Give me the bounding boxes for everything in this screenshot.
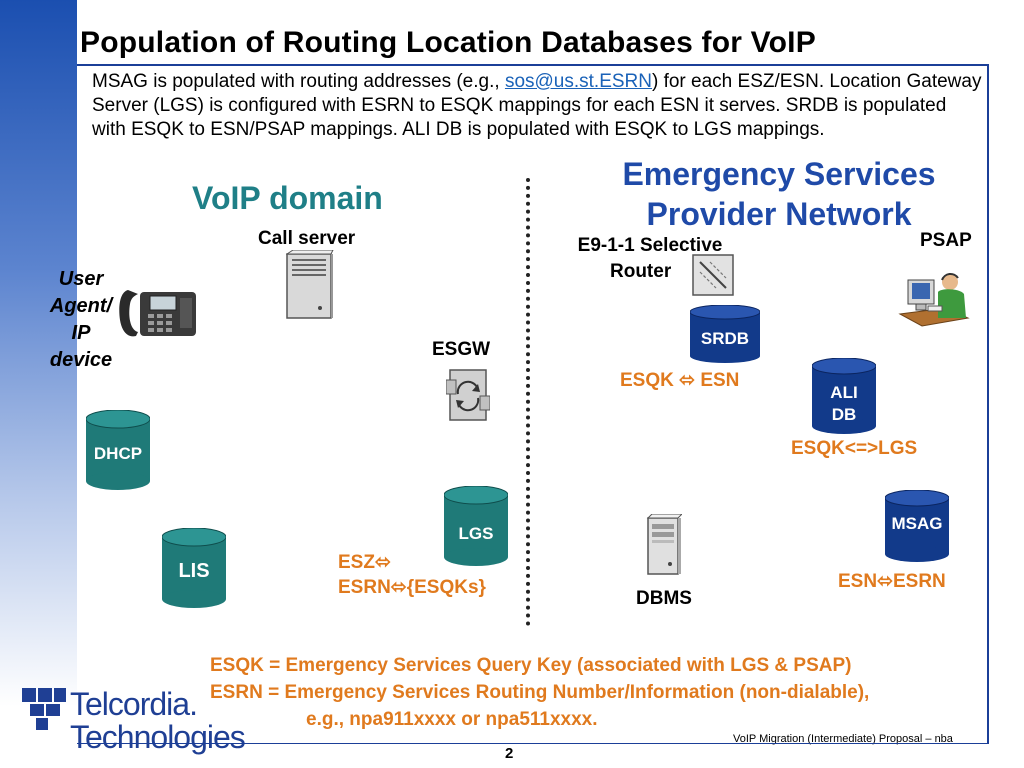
srdb-mapping: ESQK ⬄ ESN	[620, 370, 740, 391]
sidebar-gradient	[0, 0, 77, 768]
dhcp-cylinder-icon	[85, 409, 151, 490]
dbms-label: DBMS	[636, 588, 692, 609]
lgs-mapping-line1: ESZ⬄	[338, 552, 391, 573]
dhcp-database: DHCP	[85, 409, 151, 490]
footnote-esrn: ESRN = Emergency Services Routing Number…	[210, 682, 870, 703]
intro-link[interactable]: sos@us.st.ESRN	[504, 71, 652, 92]
lis-label: LIS	[178, 560, 210, 582]
srdb-label: SRDB	[700, 329, 750, 348]
ali-db-label: ALI DB	[812, 382, 876, 426]
msag-mapping: ESN⬄ESRN	[838, 571, 946, 592]
msag-cylinder-icon	[884, 489, 950, 562]
telcordia-logo-line2: Technologies	[70, 719, 246, 755]
intro-text-start: MSAG is populated with routing addresses…	[92, 71, 505, 92]
domain-divider	[526, 178, 530, 626]
esgw-label: ESGW	[432, 339, 491, 360]
srdb-cylinder-icon	[689, 304, 761, 363]
ali-db-label-line1: ALI	[830, 383, 858, 402]
right-rule	[987, 64, 989, 744]
lis-database: LIS	[161, 527, 227, 608]
gateway-icon	[446, 369, 490, 421]
lgs-database: LGS	[443, 485, 509, 566]
selective-router-line1: E9-1-1 Selective	[577, 235, 723, 256]
ali-mapping: ESQK<=>LGS	[791, 438, 918, 459]
lis-cylinder-icon	[161, 527, 227, 608]
intro-text-end: ) for each ESZ/ESN. Location Gateway Ser…	[92, 71, 982, 140]
telcordia-logo-line1: Telcordia.	[70, 686, 198, 722]
selective-router-line2: Router	[610, 261, 672, 282]
srdb-database: SRDB	[689, 304, 761, 363]
ali-db-label-line2: DB	[831, 405, 857, 424]
server-tower-icon	[286, 250, 334, 319]
router-icon	[692, 254, 734, 296]
title-rule	[77, 64, 989, 66]
lgs-mapping: ESZ⬄ ESRN⬄{ESQKs}	[338, 550, 486, 600]
footnote-esqk: ESQK = Emergency Services Query Key (ass…	[210, 655, 852, 676]
call-server-label: Call server	[258, 228, 356, 249]
lgs-mapping-line2: ESRN⬄{ESQKs}	[338, 577, 486, 598]
ali-db-database: ALI DB	[811, 357, 877, 434]
esp-network-heading-line1: Emergency Services	[622, 156, 936, 192]
esp-network-heading-line2: Provider Network	[646, 196, 912, 232]
esp-network-heading: Emergency Services Provider Network	[600, 154, 958, 234]
footnote-esrn-example: e.g., npa911xxxx or npa511xxxx.	[306, 709, 598, 730]
telcordia-logo-icon	[22, 688, 66, 730]
user-agent-line4: device	[49, 349, 113, 371]
msag-label: MSAG	[891, 514, 943, 533]
msag-database: MSAG	[884, 489, 950, 562]
footer-text: VoIP Migration (Intermediate) Proposal –…	[733, 733, 953, 745]
lgs-cylinder-icon	[443, 485, 509, 566]
footer-rule	[77, 743, 989, 744]
page-title: Population of Routing Location Databases…	[80, 26, 816, 59]
telcordia-logo-text: Telcordia. Technologies	[70, 686, 246, 755]
psap-label: PSAP	[920, 230, 972, 251]
intro-paragraph: MSAG is populated with routing addresses…	[92, 70, 982, 142]
user-agent-line3: IP	[71, 322, 91, 344]
voip-domain-heading: VoIP domain	[192, 180, 383, 216]
user-agent-line2: Agent/	[49, 295, 113, 317]
psap-operator-icon	[898, 273, 970, 327]
lgs-label: LGS	[458, 524, 494, 543]
dbms-server-icon	[646, 514, 682, 575]
page-number: 2	[505, 745, 514, 762]
user-agent-line1: User	[58, 268, 104, 290]
dhcp-label: DHCP	[93, 444, 143, 463]
selective-router-label: E9-1-1 Selective Router	[562, 233, 738, 285]
user-agent-label: User Agent/ IP device	[40, 266, 122, 374]
ip-phone-icon	[119, 290, 196, 337]
